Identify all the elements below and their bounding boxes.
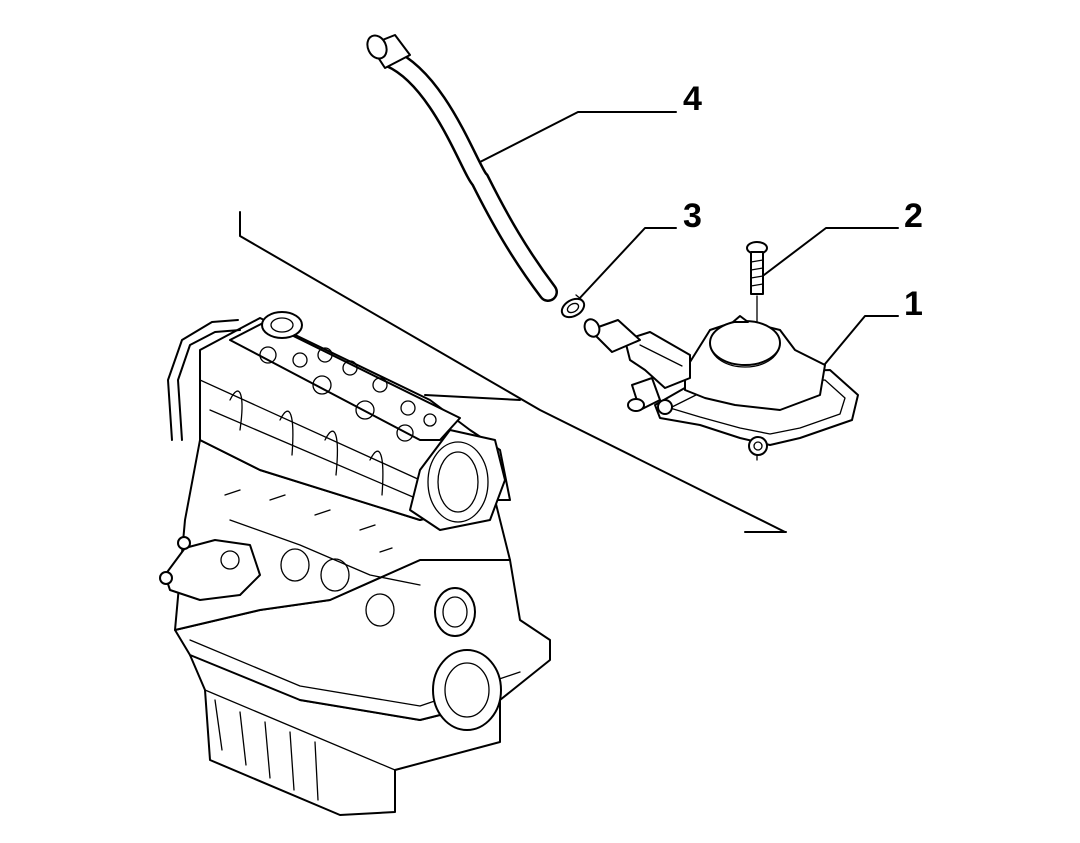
hose-clamp	[560, 294, 586, 319]
breather-hose	[366, 34, 558, 302]
callout-3: 3	[683, 197, 702, 235]
callout-4: 4	[683, 80, 702, 118]
oil-separator-housing	[583, 315, 859, 456]
callout-1: 1	[904, 285, 923, 323]
engine-assembly	[159, 311, 551, 816]
leader-lines	[239, 111, 899, 533]
callout-2: 2	[904, 197, 923, 235]
